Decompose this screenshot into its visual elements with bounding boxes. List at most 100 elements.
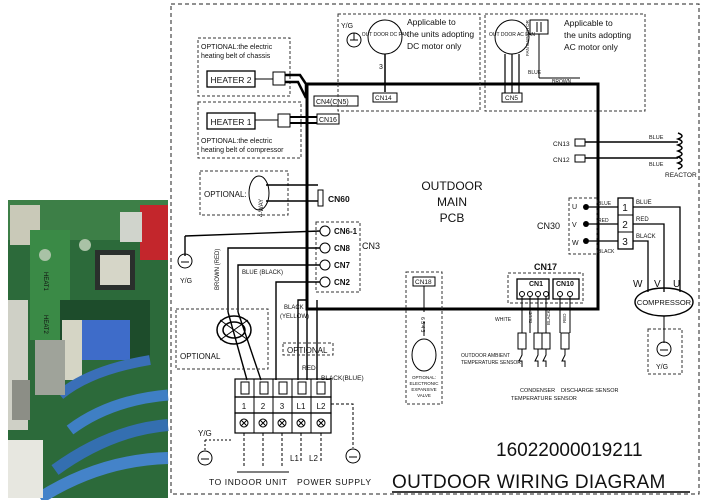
- cn7-terminal: [319, 259, 331, 271]
- cn30-terminal-v: V: [572, 222, 577, 229]
- ferrite-optional-label: OPTIONAL: [180, 352, 221, 361]
- bottom-labels: Y/G L1 L2 TO INDOOR UNIT POWER SUPPLY: [197, 429, 371, 487]
- optional-block: OPTIONAL RED BLACK(BLUE): [282, 342, 364, 382]
- valve-label-3: EXPANSIVE: [411, 387, 436, 392]
- ground-icon-bottom-left: [197, 450, 213, 466]
- cn3-label: CN3: [362, 241, 380, 251]
- ac-fan-optional-box: [484, 13, 646, 112]
- reactor-label: REACTOR: [665, 172, 697, 179]
- ac-fan-blue-label: BLUE: [528, 70, 542, 76]
- sensor-blue-label: BLUE: [528, 311, 533, 323]
- valve-label-4: VALVE: [417, 393, 431, 398]
- terminal-2-label: 2: [261, 402, 266, 411]
- sensor-black-label: BLACK: [546, 310, 551, 325]
- wire-blue-black-label: BLUE (BLACK): [242, 270, 283, 276]
- reactor-wire2-label: BLUE: [649, 162, 664, 168]
- cn14-label: CN14: [375, 95, 392, 102]
- photo-heat1-label: HEAT1: [42, 272, 48, 292]
- cn4-connector: [313, 95, 359, 107]
- expansion-valve-box: [405, 271, 443, 405]
- cn8-label: CN8: [334, 244, 351, 253]
- ac-fan-note-2: the units adopting: [564, 30, 631, 40]
- heater1-connector: [277, 113, 291, 128]
- discharge-sensor-label: DISCHARGE SENSOR: [561, 388, 618, 394]
- heater2-note-2: heating belt of chassis: [201, 53, 271, 60]
- cn30-terminal-u: U: [572, 204, 577, 211]
- ambient-sensor-label-2: TEMPERATURE SENSOR: [461, 360, 521, 366]
- dc-fan-note-1: Applicable to: [407, 17, 456, 27]
- cn60-connector: [317, 189, 324, 207]
- bottom-l1-label: L1: [290, 454, 299, 463]
- ferrite-optional-box: [175, 308, 269, 370]
- cn7-label: CN7: [334, 261, 351, 270]
- reactor-section: CN13 CN12 BLUE BLUE REACTOR: [553, 132, 697, 179]
- wire-red-label: RED: [302, 365, 316, 372]
- cn3-wiring: Y/G BROWN (RED) BLUE (BLACK) BLACK (YELL…: [177, 230, 321, 381]
- sensors-section: CN17 CN1 CN10 WHITE BLUE BLACK RED OUTDO…: [461, 262, 618, 402]
- compressor-wire-red: RED: [636, 217, 649, 223]
- compressor-wire-blue: BLUE: [636, 200, 652, 206]
- cn30-label: CN30: [537, 221, 560, 231]
- valve-label-2: ELECTRONIC: [409, 381, 439, 386]
- dc-fan-yg-label: Y/G: [341, 23, 353, 30]
- cn30-box: [568, 197, 598, 255]
- heater1-label: HEATER 1: [211, 117, 252, 127]
- main-pcb-label-1: OUTDOOR: [421, 179, 483, 193]
- compressor-ground-icon: [656, 341, 672, 357]
- heater2-connector: [272, 71, 286, 86]
- dc-fan-pin-label: 3: [379, 64, 383, 71]
- compressor-ground-label: Y/G: [656, 364, 668, 371]
- cn3-box: [315, 221, 361, 293]
- fan-capacitor-label: FAN CAPACITOR: [525, 19, 530, 56]
- heater1-note-2: heating belt of compressor: [201, 147, 284, 154]
- cn30-wire-black: BLACK: [598, 249, 615, 255]
- compressor-section: CN30 U V W BLUE RED BLACK 1 2 3 BLUE RED…: [537, 197, 694, 375]
- cn12-label: CN12: [553, 157, 570, 164]
- main-pcb-label-2: MAIN: [437, 195, 467, 209]
- terminal-block: 1 2 3 L1 L2: [234, 378, 354, 468]
- ferrite-optional: OPTIONAL: [175, 308, 269, 370]
- cn12-connector: [574, 154, 586, 163]
- ambient-sensor-plug: [517, 332, 527, 350]
- dc-fan-note-2: the units adopting: [407, 29, 474, 39]
- four-way-valve-label: 4-WAY: [259, 199, 265, 217]
- cn14-connector: [372, 92, 398, 103]
- terminal-l2-label: L2: [317, 402, 326, 411]
- dc-fan-label: OUT DOOR DC FAN: [362, 32, 409, 38]
- cn10-label: CN10: [556, 281, 574, 288]
- photo-heat2-label: HEAT2: [42, 315, 48, 335]
- sensor-white-label: WHITE: [495, 317, 512, 323]
- cn17-label: CN17: [534, 262, 557, 272]
- cn16-label: CN16: [319, 117, 337, 124]
- compressor-wire-black: BLACK: [636, 234, 656, 240]
- heater1-box: [206, 112, 256, 130]
- cn5-label: CN5: [505, 95, 518, 102]
- discharge-sensor-plug: [560, 332, 570, 350]
- dc-fan-note-3: DC motor only: [407, 41, 462, 51]
- terminal-l1-label: L1: [297, 402, 306, 411]
- ac-fan-note-3: AC motor only: [564, 42, 619, 52]
- terminal-block-bottom: [234, 412, 332, 434]
- ambient-sensor-label-1: OUTDOOR AMBIENT: [461, 353, 510, 359]
- compressor-v-label: V: [654, 279, 661, 290]
- diagram-frame: [170, 3, 700, 495]
- condenser-sensor-plug: [533, 332, 543, 350]
- cn2-label: CN2: [334, 278, 351, 287]
- reactor-wire1-label: BLUE: [649, 135, 664, 141]
- cn30-wire-blue: BLUE: [598, 201, 612, 207]
- expansion-valve-section: CN18 6 5 4 3 OPTIONAL: ELECTRONIC EXPANS…: [405, 271, 443, 405]
- wire-black-label: BLACK: [284, 305, 304, 311]
- four-way-optional-label: OPTIONAL:: [204, 190, 247, 199]
- cn60-label: CN60: [328, 194, 350, 204]
- heater1-note-1: OPTIONAL:the electric: [201, 138, 273, 145]
- to-indoor-unit-label: TO INDOOR UNIT: [209, 477, 288, 487]
- compressor-ground-box: [647, 328, 683, 375]
- cn4-label: CN4(CN5): [316, 99, 349, 106]
- ac-fan-note-1: Applicable to: [564, 18, 613, 28]
- dc-fan-section: Y/G OUT DOOR DC FAN Applicable to the un…: [337, 13, 481, 112]
- ac-fan-section: OUT DOOR AC FAN FAN CAPACITOR Applicable…: [484, 13, 646, 112]
- terminal-1-label: 1: [242, 402, 247, 411]
- ground-icon-left: [177, 253, 193, 269]
- cn30-terminal-w: W: [572, 240, 579, 247]
- wire-yellow-label: (YELLOW): [280, 314, 309, 320]
